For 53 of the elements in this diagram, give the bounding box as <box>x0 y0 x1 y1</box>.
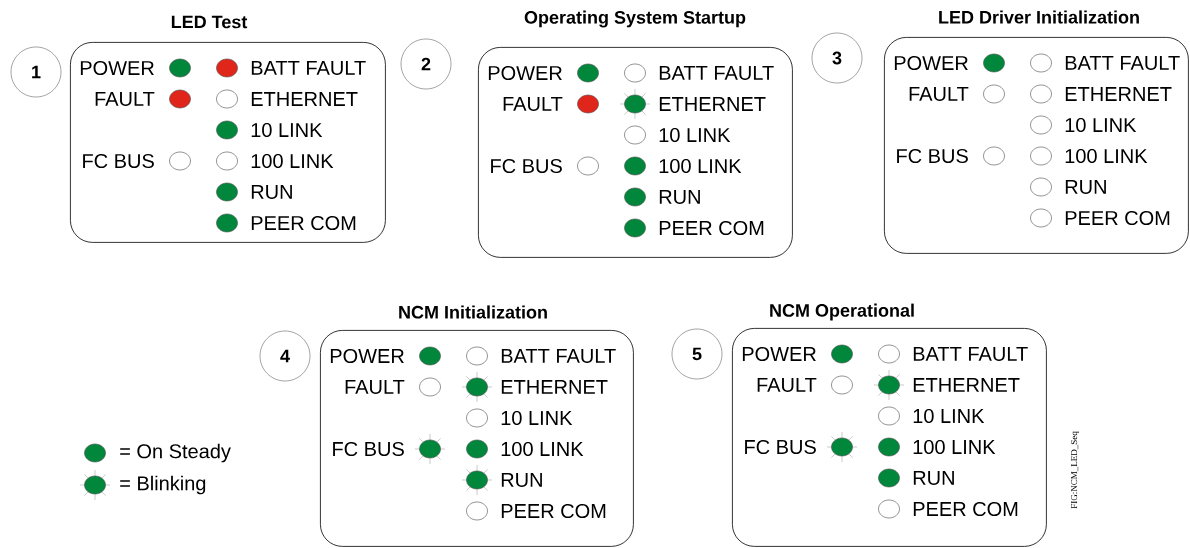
led-label: FAULT <box>503 97 563 111</box>
led-label: BATT FAULT <box>501 349 616 363</box>
led-label: 10 LINK <box>913 408 985 424</box>
led-label: PEER COM <box>659 220 764 236</box>
led-label: 10 LINK <box>501 410 573 426</box>
led-label: FC BUS <box>333 441 404 457</box>
led-label: PEER COM <box>251 215 356 231</box>
led-label: ETHERNET <box>501 380 608 394</box>
legend-text: = On Steady <box>120 443 231 463</box>
led-label: FC BUS <box>83 153 154 169</box>
node-label: Operating System Startup <box>524 10 746 28</box>
led-label: FC BUS <box>745 439 816 455</box>
node-label: NCM Initialization <box>399 305 547 319</box>
led-label: POWER <box>80 60 154 76</box>
led-label: RUN <box>501 473 542 487</box>
led-label: BATT FAULT <box>251 61 366 75</box>
led-label: FC BUS <box>897 148 968 164</box>
led-label: BATT FAULT <box>1065 56 1180 70</box>
led-label: RUN <box>251 185 292 199</box>
led-label: 10 LINK <box>1065 117 1137 133</box>
led-label: PEER COM <box>501 503 606 519</box>
led-label: FAULT <box>757 378 817 392</box>
led-label: 100 LINK <box>501 441 584 457</box>
led-label: 100 LINK <box>251 153 334 169</box>
led-label: FAULT <box>909 87 969 101</box>
led-label: ETHERNET <box>659 97 766 111</box>
node-label: LED Test <box>171 15 248 29</box>
led-label: RUN <box>913 471 954 485</box>
led-label: 10 LINK <box>251 122 323 138</box>
led-label: 10 LINK <box>659 127 731 143</box>
led-label: ETHERNET <box>251 92 358 106</box>
figure-id: FIG:NCM_LED_Seq <box>1071 431 1079 509</box>
led-label: FC BUS <box>491 158 562 174</box>
led-label: POWER <box>894 55 968 71</box>
led-label: BATT FAULT <box>659 66 774 80</box>
led-label: POWER <box>488 65 562 81</box>
led-label: RUN <box>659 190 700 204</box>
led-label: PEER COM <box>913 501 1018 517</box>
led-label: 100 LINK <box>913 439 996 455</box>
led-label: POWER <box>742 346 816 362</box>
led-label: ETHERNET <box>913 378 1020 392</box>
led-label: ETHERNET <box>1065 87 1172 101</box>
led-label: PEER COM <box>1065 210 1170 226</box>
led-label: BATT FAULT <box>913 347 1028 361</box>
led-label: FAULT <box>345 380 405 394</box>
node-label: LED Driver Initialization <box>939 10 1139 24</box>
legend-text: = Blinking <box>120 475 206 495</box>
led-label: 100 LINK <box>1065 148 1148 164</box>
led-label: RUN <box>1065 180 1106 194</box>
node-label: NCM Operational <box>770 303 914 321</box>
led-label: POWER <box>330 348 404 364</box>
led-label: 100 LINK <box>659 158 742 174</box>
led-label: FAULT <box>95 92 155 106</box>
